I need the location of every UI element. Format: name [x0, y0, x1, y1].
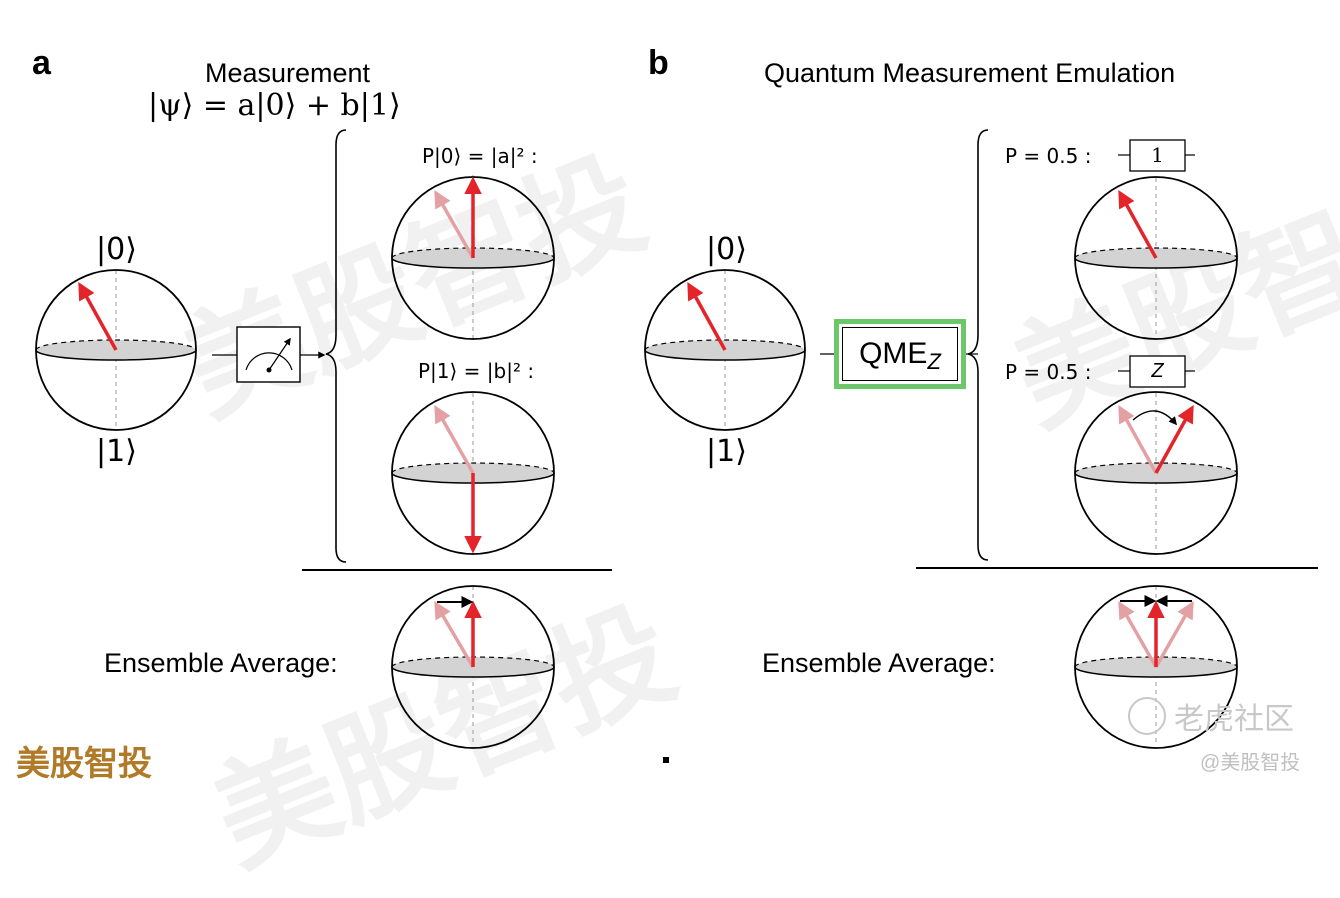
ket-1-label-b: |1⟩ — [706, 434, 747, 469]
ket-0-label-a: |0⟩ — [96, 232, 137, 267]
ket-0-label-b: |0⟩ — [706, 232, 747, 267]
panel-a-title: Measurement — [204, 58, 371, 88]
gate-z-label: Z — [1151, 360, 1164, 382]
panel-letter-a: a — [32, 44, 51, 82]
panel-letter-b: b — [648, 44, 669, 82]
probability-1-label: P|1⟩ = |b|² : — [418, 359, 535, 383]
ensemble-average-label-b: Ensemble Average: — [762, 648, 996, 678]
probability-top-label-b: P = 0.5 : — [1005, 144, 1092, 168]
bloch-sphere-outcome-z — [1074, 391, 1238, 555]
bloch-sphere-input-b — [644, 269, 806, 431]
state-formula: |ψ⟩ = a|0⟩ + b|1⟩ — [148, 88, 401, 123]
ensemble-average-label-a: Ensemble Average: — [104, 648, 338, 678]
probability-bottom-label-b: P = 0.5 : — [1005, 360, 1092, 384]
panel-b-title: Quantum Measurement Emulation — [764, 58, 1176, 88]
brace-b — [967, 129, 989, 561]
probability-0-label: P|0⟩ = |a|² : — [422, 144, 538, 168]
bloch-sphere-ensemble-b — [1074, 585, 1238, 749]
watermark-community-text: 老虎社区 — [1174, 703, 1294, 736]
bloch-sphere-input-a — [35, 269, 197, 431]
measurement-meter — [212, 326, 326, 383]
gate-identity — [1118, 139, 1195, 172]
bloch-sphere-outcome-1 — [391, 391, 555, 555]
bloch-sphere-ensemble-a — [391, 585, 555, 749]
ket-1-label-a: |1⟩ — [96, 434, 137, 469]
watermark-logo: 美股智投 — [16, 745, 152, 783]
gate-z — [1118, 355, 1195, 388]
watermark-handle: @美股智投 — [1200, 752, 1301, 774]
qme-subscript: Z — [927, 349, 941, 374]
gate-identity-label: 1 — [1151, 143, 1164, 167]
qme-label: QME — [859, 337, 928, 370]
community-logo-icon — [1128, 697, 1166, 735]
bloch-sphere-outcome-identity — [1074, 176, 1238, 340]
watermark-community: 老虎社区 — [1128, 694, 1294, 738]
diagram-canvas — [35, 129, 1318, 763]
bloch-sphere-outcome-0 — [391, 175, 555, 340]
brace-a — [325, 129, 347, 563]
